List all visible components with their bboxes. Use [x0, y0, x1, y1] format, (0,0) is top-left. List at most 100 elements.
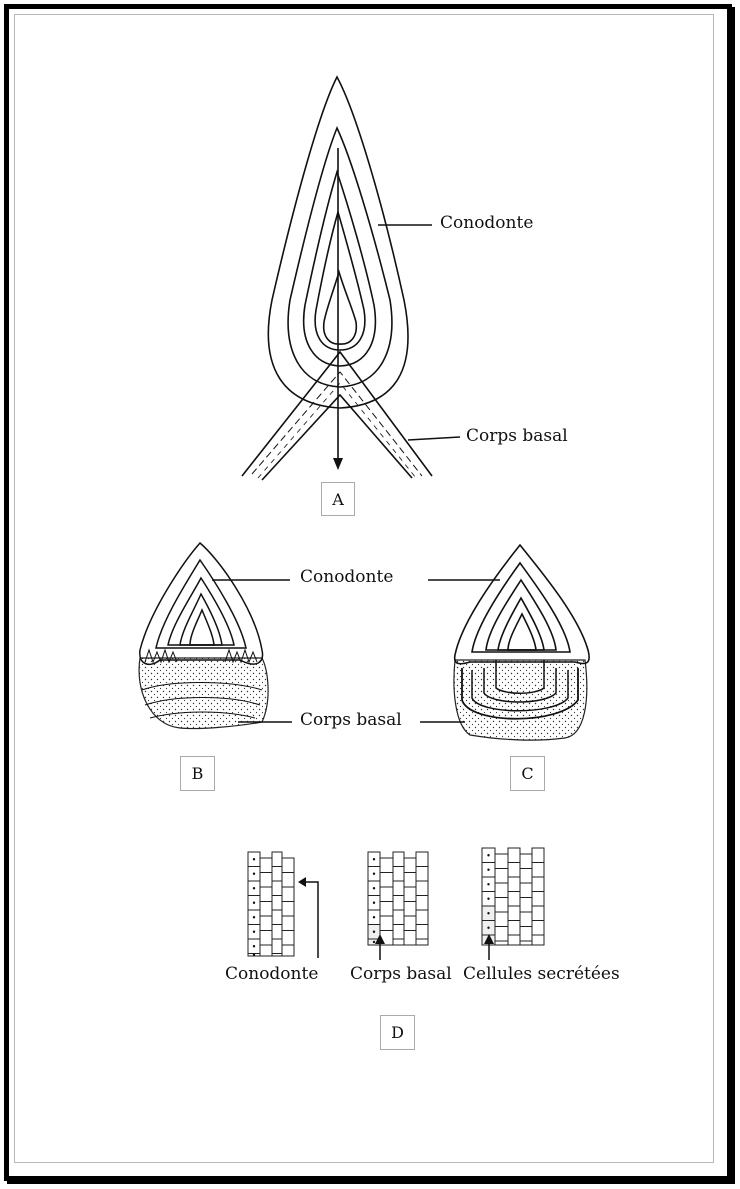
cell-nucleus [373, 931, 375, 933]
cell [416, 896, 428, 911]
cell [508, 877, 520, 892]
cell [272, 939, 282, 954]
cell-nucleus [253, 902, 255, 904]
cell [380, 902, 393, 917]
cell [282, 902, 294, 917]
cell [380, 858, 393, 873]
panel-bc-conodonte-label: Conodonte [300, 567, 393, 587]
panel-c-letter: C [510, 756, 545, 791]
cell [260, 916, 272, 931]
cell [393, 867, 404, 882]
cell-nucleus [487, 927, 489, 929]
cell [282, 931, 294, 946]
panel-a-layer-5 [324, 272, 357, 344]
cell [404, 916, 416, 931]
cell [416, 867, 428, 882]
cell [272, 867, 282, 882]
cell [380, 916, 393, 931]
panel-d-arrows [298, 877, 494, 960]
cell [272, 881, 282, 896]
panel-d-conodonte-arrow [300, 882, 318, 958]
cell [520, 869, 532, 884]
cell [404, 902, 416, 917]
cell [260, 945, 272, 956]
cell-nucleus [487, 854, 489, 856]
cell [508, 848, 520, 863]
cell-nucleus [487, 869, 489, 871]
cell [495, 941, 508, 945]
cell [393, 881, 404, 896]
panel-a-conodonte-label: Conodonte [440, 213, 533, 233]
cell [404, 873, 416, 888]
cell [508, 906, 520, 921]
cell [520, 898, 532, 913]
cell [272, 954, 282, 957]
cell [495, 854, 508, 869]
cell [520, 912, 532, 927]
cell [380, 873, 393, 888]
cell [380, 887, 393, 902]
cell-nucleus [253, 954, 255, 956]
cell-nucleus [253, 887, 255, 889]
cell [508, 863, 520, 878]
cell [495, 912, 508, 927]
cell [260, 931, 272, 946]
panel-bc-corps-basal-label: Corps basal [300, 710, 402, 730]
cell [272, 910, 282, 925]
cell [520, 854, 532, 869]
panel-a-growth-arrow [333, 148, 343, 470]
cell [532, 906, 544, 921]
cell [282, 887, 294, 902]
cell-nucleus [253, 931, 255, 933]
cell [532, 877, 544, 892]
panel-a-letter: A [321, 482, 355, 516]
cell-nucleus [487, 883, 489, 885]
cell-nucleus [373, 902, 375, 904]
panel-d-conodonte-label: Conodonte [225, 964, 318, 984]
panel-a-basal-outer [242, 352, 432, 476]
cell [416, 852, 428, 867]
cell [495, 883, 508, 898]
cell-nucleus [373, 858, 375, 860]
cell-nucleus [373, 941, 375, 943]
cell [520, 883, 532, 898]
cell [282, 873, 294, 888]
panel-a-corps-basal-label: Corps basal [466, 426, 568, 446]
cell [260, 887, 272, 902]
cell [260, 873, 272, 888]
cell [495, 898, 508, 913]
panel-a-layer-2 [288, 128, 392, 387]
cell-nucleus [253, 873, 255, 875]
panel-b-drawing [139, 543, 268, 729]
cell [272, 896, 282, 911]
cell [416, 881, 428, 896]
cell-nucleus [253, 916, 255, 918]
cell [393, 939, 404, 945]
cell-nucleus [373, 916, 375, 918]
panel-d-cells [248, 848, 544, 956]
cell-nucleus [487, 912, 489, 914]
cell [532, 848, 544, 863]
cell-nucleus [253, 945, 255, 947]
cell [508, 921, 520, 936]
cell-nucleus [253, 858, 255, 860]
cell [260, 858, 272, 873]
panel-a-basal-leader [408, 437, 460, 440]
cell [272, 925, 282, 940]
cell [393, 852, 404, 867]
cell [393, 925, 404, 940]
panel-a-drawing [242, 77, 432, 480]
cell [282, 916, 294, 931]
cell [520, 927, 532, 942]
cell [404, 887, 416, 902]
cell [532, 863, 544, 878]
panel-c-drawing [454, 545, 589, 740]
cell [282, 945, 294, 956]
cell [416, 925, 428, 940]
cell [416, 939, 428, 945]
cell-nucleus [373, 887, 375, 889]
cell [282, 858, 294, 873]
cell [272, 852, 282, 867]
cell [495, 869, 508, 884]
